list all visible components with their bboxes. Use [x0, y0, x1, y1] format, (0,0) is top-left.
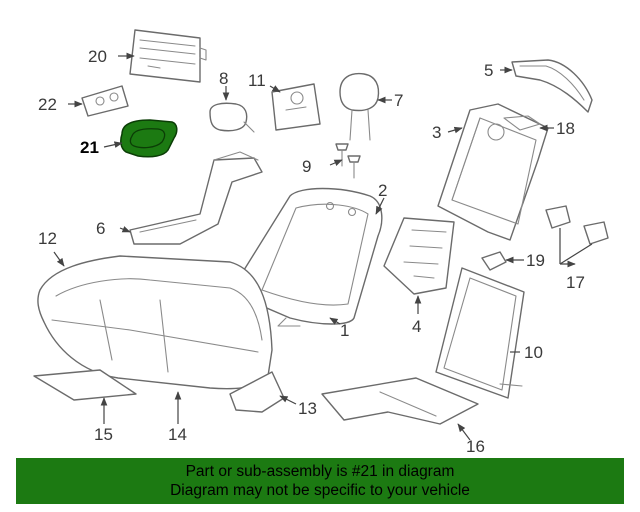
callout-19: 19	[526, 251, 545, 270]
part-11-label	[271, 83, 321, 131]
part-8-pad	[209, 102, 255, 133]
callout-1: 1	[340, 321, 349, 340]
part-22-switch	[81, 85, 129, 117]
part-15-pad	[33, 369, 137, 401]
callout-8: 8	[219, 69, 228, 88]
callout-3: 3	[432, 123, 441, 142]
callout-18: 18	[556, 119, 575, 138]
callout-22: 22	[38, 95, 57, 114]
banner-line-1: Part or sub-assembly is #21 in diagram	[185, 463, 455, 480]
part-13-pad	[229, 371, 285, 413]
callout-4: 4	[412, 317, 421, 336]
part-20-control-module	[129, 29, 207, 83]
callout-labels: 20 22 21 8 11 7 9 5 3 18 6 2 4 1 17 19 1…	[38, 47, 585, 456]
callout-7: 7	[394, 91, 403, 110]
callout-6: 6	[96, 219, 105, 238]
part-16-mat	[321, 377, 479, 425]
part-6-bracket	[129, 151, 263, 245]
part-12-seat-cushion	[37, 255, 273, 390]
callout-17: 17	[566, 273, 585, 292]
part-17-clips	[545, 205, 609, 245]
part-3-seatback-frame	[437, 103, 549, 241]
part-19-grommet	[481, 251, 507, 271]
banner-line-2: Diagram may not be specific to your vehi…	[170, 482, 470, 499]
callout-12: 12	[38, 229, 57, 248]
callout-13: 13	[298, 399, 317, 418]
callout-11: 11	[248, 71, 266, 90]
part-21-cover-highlighted	[120, 119, 178, 158]
parts-diagram: 20 22 21 8 11 7 9 5 3 18 6 2 4 1 17 19 1…	[33, 29, 609, 456]
callout-9: 9	[302, 157, 311, 176]
callout-20: 20	[88, 47, 107, 66]
part-5-trim	[511, 59, 593, 113]
callout-15: 15	[94, 425, 113, 444]
info-banner: Part or sub-assembly is #21 in diagram D…	[16, 458, 624, 504]
leader-lines	[53, 52, 593, 441]
part-7-headrest	[339, 72, 380, 141]
callout-21: 21	[80, 138, 99, 157]
part-4-heater	[383, 217, 455, 295]
callout-5: 5	[484, 61, 493, 80]
part-10-panel	[435, 267, 525, 399]
callout-10: 10	[524, 343, 543, 362]
callout-2: 2	[378, 181, 387, 200]
callout-14: 14	[168, 425, 187, 444]
callout-16: 16	[466, 437, 485, 456]
